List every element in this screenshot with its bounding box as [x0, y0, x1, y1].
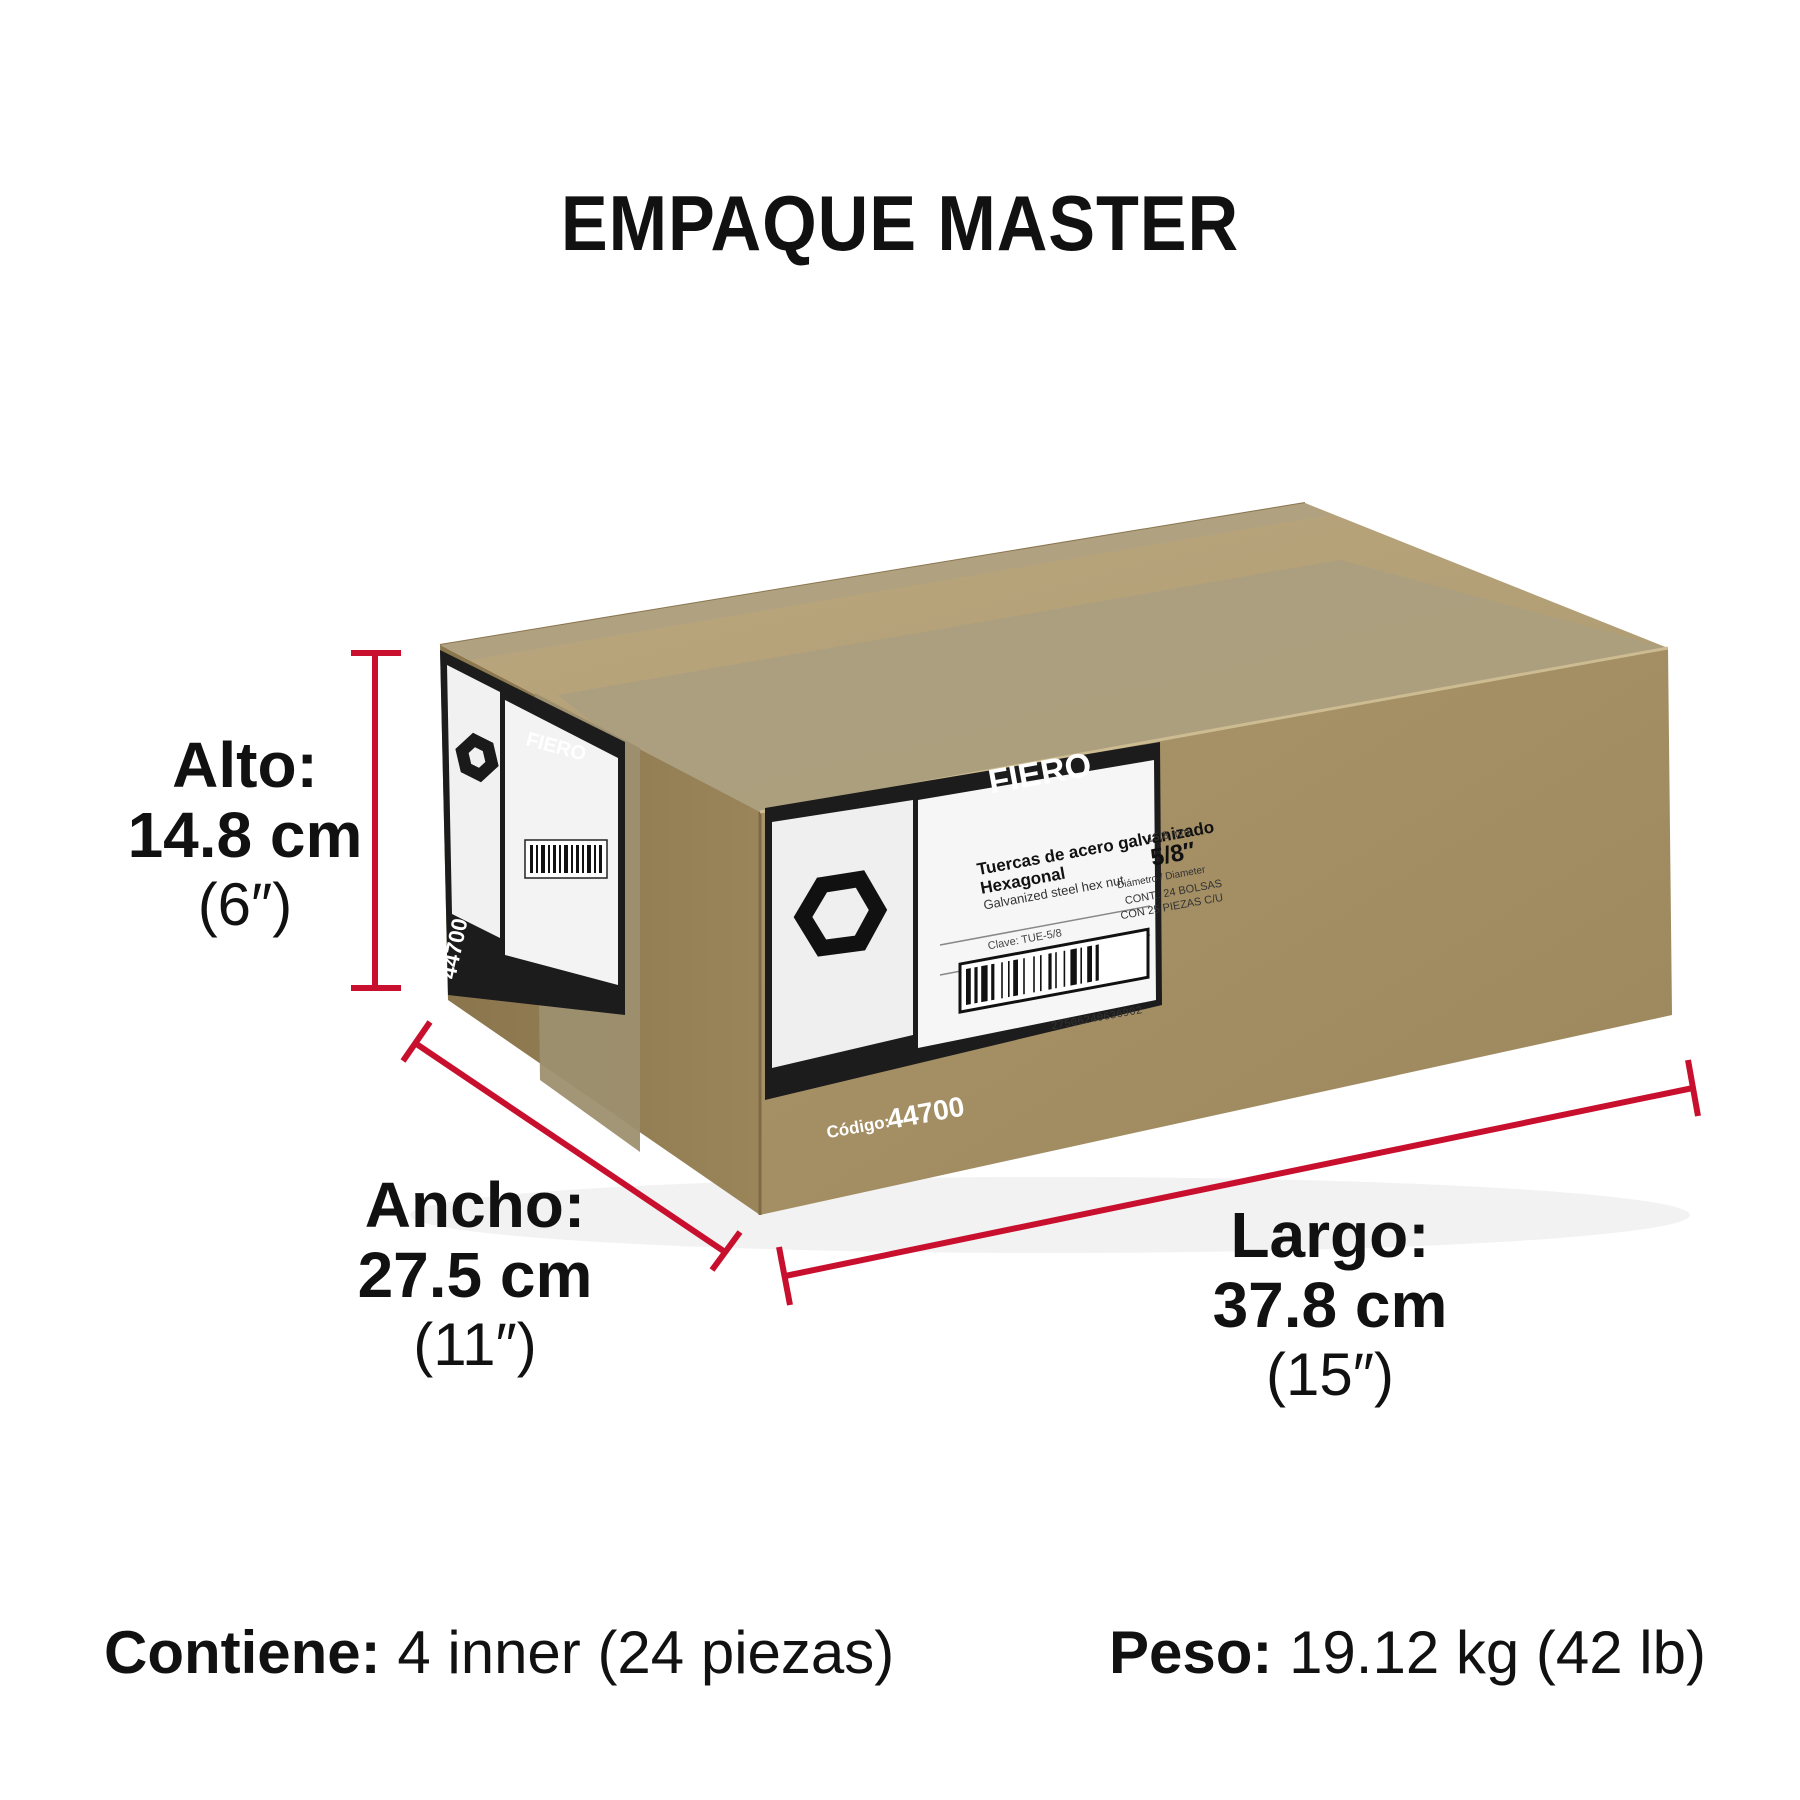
packing-tape-edge: [440, 503, 1330, 660]
side-barcode: [524, 839, 608, 879]
height-dimension-line: [351, 650, 401, 991]
length-label: Largo: 37.8 cm (15″): [1180, 1200, 1480, 1410]
barcode-bar: [1023, 958, 1025, 995]
height-title: Alto:: [172, 729, 318, 801]
box-shadow: [410, 1177, 1690, 1253]
barcode-bar: [1033, 956, 1035, 993]
barcode-bar: [1055, 952, 1057, 989]
width-metric: 27.5 cm: [357, 1239, 593, 1311]
barcode-bar: [1063, 950, 1066, 987]
length-title: Largo:: [1230, 1199, 1430, 1271]
barcode-bar: [1001, 962, 1003, 999]
barcode-bar: [1048, 953, 1052, 990]
weight-label: Peso:: [1109, 1619, 1273, 1686]
barcode-bar: [1070, 948, 1077, 986]
height-imperial: (6″): [197, 871, 293, 938]
barcode-bar: [1080, 947, 1083, 984]
barcode-bar: [1087, 945, 1092, 983]
width-dimension-line: [400, 1020, 743, 1272]
width-title: Ancho:: [364, 1169, 586, 1241]
front-product-label: [765, 742, 1162, 1100]
barcode-bar: [974, 966, 978, 1004]
length-imperial: (15″): [1266, 1341, 1394, 1408]
packing-tape: [558, 560, 1668, 812]
barcode-bar: [1013, 959, 1019, 997]
barcode-bar: [966, 968, 971, 1005]
side-hex-nut-icon: [455, 732, 499, 783]
hex-nut-icon: [793, 870, 888, 957]
barcode-bar: [1008, 960, 1010, 998]
barcode-bar: [1040, 954, 1042, 992]
height-metric: 14.8 cm: [127, 799, 363, 871]
length-metric: 37.8 cm: [1212, 1269, 1448, 1341]
contents-info: Contiene: 4 inner (24 piezas): [104, 1618, 894, 1687]
weight-value: 19.12 kg (42 lb): [1289, 1619, 1706, 1686]
width-label: Ancho: 27.5 cm (11″): [330, 1170, 620, 1380]
contents-label: Contiene:: [104, 1619, 381, 1686]
height-label: Alto: 14.8 cm (6″): [100, 730, 390, 940]
side-product-label: FIERO 44700: [435, 650, 625, 1015]
barcode-bar: [991, 963, 995, 1001]
width-imperial: (11″): [413, 1311, 537, 1378]
barcode-bar: [981, 964, 988, 1003]
barcode: [958, 927, 1150, 1014]
length-dimension-line: [776, 1059, 1701, 1306]
weight-info: Peso: 19.12 kg (42 lb): [1109, 1618, 1706, 1687]
contents-value: 4 inner (24 piezas): [397, 1619, 895, 1686]
page-title: EMPAQUE MASTER: [560, 179, 1240, 267]
barcode-bar: [1095, 944, 1099, 981]
